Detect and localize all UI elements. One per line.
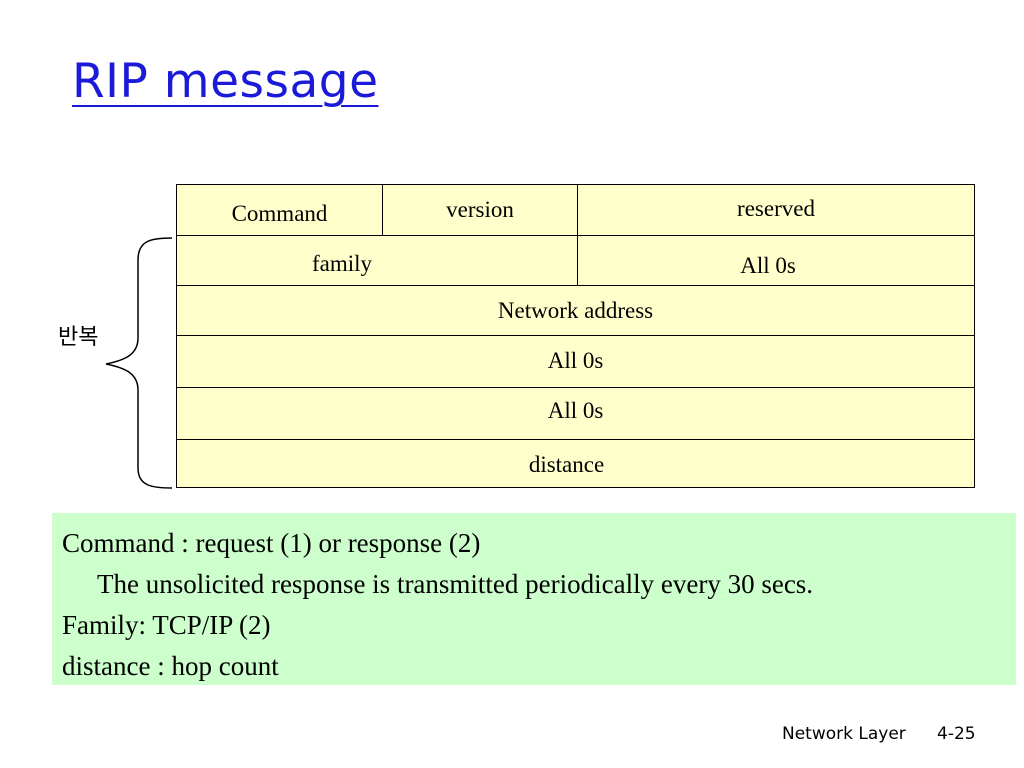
- field-command-label: Command: [231, 201, 328, 226]
- field-version: version: [383, 185, 578, 235]
- field-network-address-label: Network address: [497, 298, 654, 323]
- repeat-brace-icon: [105, 237, 173, 489]
- repeat-label: 반복: [58, 325, 99, 350]
- field-reserved: reserved: [578, 185, 974, 235]
- field-all-zeros-1: All 0s: [578, 236, 974, 285]
- packet-row-header: Command version reserved: [177, 185, 974, 236]
- note-command: Command : request (1) or response (2): [62, 528, 481, 558]
- field-distance-label: distance: [528, 452, 605, 477]
- packet-row-distance: distance: [177, 440, 974, 487]
- note-distance: distance : hop count: [62, 651, 279, 681]
- note-unsolicited-response: The unsolicited response is transmitted …: [97, 569, 814, 599]
- packet-row-zeros-2: All 0s: [177, 336, 974, 388]
- packet-row-network-address: Network address: [177, 286, 974, 336]
- notes-box: Command : request (1) or response (2) Th…: [52, 513, 1016, 685]
- footer-section: Network Layer: [782, 724, 906, 744]
- packet-row-zeros-3: All 0s: [177, 388, 974, 440]
- field-reserved-label: reserved: [737, 196, 815, 221]
- field-family: family: [177, 236, 578, 285]
- field-all-zeros-3-label: All 0s: [547, 398, 604, 423]
- field-all-zeros-3: All 0s: [177, 388, 974, 439]
- field-distance: distance: [177, 440, 974, 487]
- field-command: Command: [177, 185, 383, 235]
- field-all-zeros-1-label: All 0s: [740, 253, 796, 278]
- field-all-zeros-2: All 0s: [177, 336, 974, 387]
- slide-title: RIP message: [72, 54, 379, 109]
- packet-row-family: family All 0s: [177, 236, 974, 286]
- field-version-label: version: [446, 197, 514, 222]
- field-family-label: family: [311, 251, 373, 276]
- note-family: Family: TCP/IP (2): [62, 610, 271, 640]
- rip-packet-diagram: Command version reserved family All 0s N…: [176, 184, 975, 488]
- footer-page-number: 4-25: [937, 724, 976, 744]
- field-all-zeros-2-label: All 0s: [547, 348, 604, 373]
- field-network-address: Network address: [177, 286, 974, 335]
